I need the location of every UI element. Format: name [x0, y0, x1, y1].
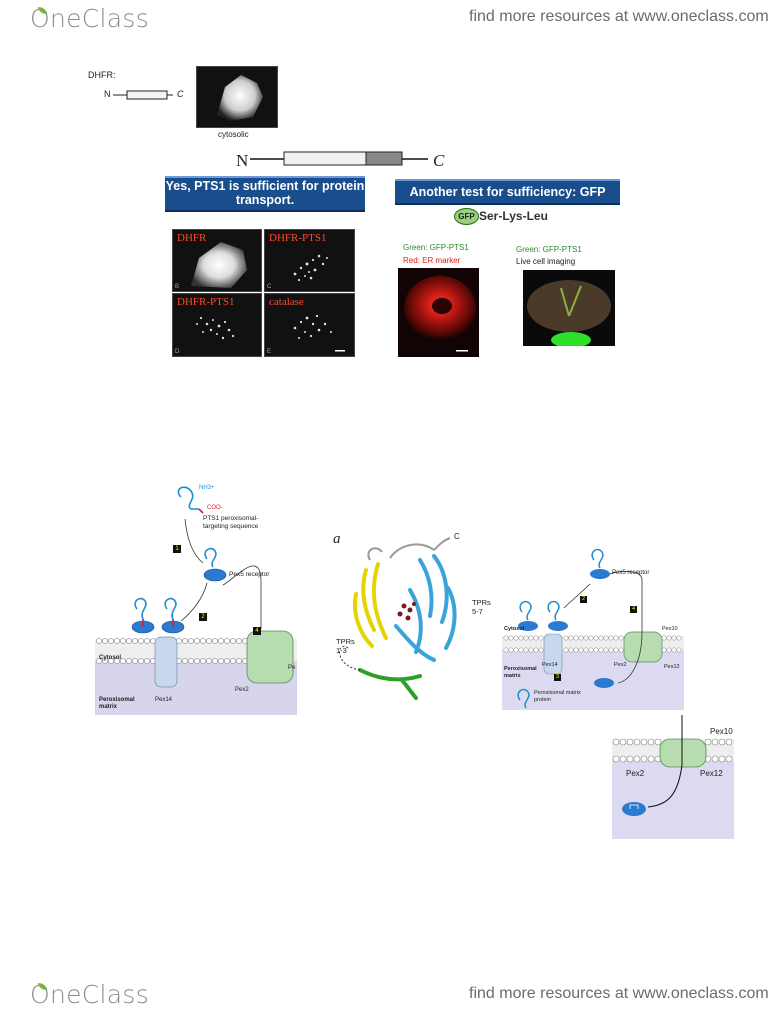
- right-matrix-label: Peroxisomal matrix: [504, 666, 537, 679]
- cytosolic-caption: cytosolic: [218, 130, 249, 139]
- structure-c-terminus: C: [454, 532, 460, 541]
- pathway-left-art: [95, 486, 297, 715]
- header-logo-text: OneClass: [30, 4, 150, 33]
- pex5-receptor-label: Pex5 receptor: [229, 571, 270, 578]
- pex14-label: Pex14: [155, 697, 173, 703]
- lipid-heads: [96, 638, 248, 664]
- pex5-structure: a C TPRs 5-7 TPRs 1-3: [330, 530, 491, 712]
- dhfr-construct-diagram: [113, 90, 173, 100]
- right-pex10-label: Pex10: [662, 626, 678, 632]
- zoom-art: [612, 715, 734, 839]
- punctate-dots: [293, 314, 345, 352]
- right-matrix-protein-label: Peroxisomal matrix protein: [534, 690, 581, 703]
- panel-dhfr-pts1-c: DHFR-PTS1 C: [264, 229, 355, 292]
- gfp-sequence: Ser-Lys-Leu: [479, 209, 548, 223]
- step1-badge: 1: [175, 546, 179, 552]
- right-pex2-label: Pex2: [614, 662, 627, 668]
- construct-c-small: C: [177, 89, 184, 99]
- cytosol-label: Cytosol: [99, 655, 122, 661]
- fluor-live-image: [523, 270, 615, 348]
- pex14-channel: [154, 636, 178, 688]
- step4-badge: 4: [255, 628, 259, 634]
- pts1-caption: PTS1 peroxisomal-targeting sequence: [203, 515, 259, 530]
- panel-dhfr-pts1-c-corner: C: [267, 284, 272, 290]
- fluor2-green-label: Green: GFP-PTS1: [516, 245, 582, 254]
- gfp-badge: GFP: [454, 208, 479, 225]
- pex5-receptor-shape: [203, 568, 227, 582]
- construct-n-big: N: [236, 151, 249, 170]
- panel-dhfr-pts1-d: DHFR-PTS1 D: [172, 293, 262, 357]
- zoom-pex2-label: Pex2: [626, 769, 645, 778]
- pex-complex-zoom: Pex10 Pex2 Pex12: [612, 715, 734, 839]
- right-step3: 3: [555, 674, 560, 680]
- header-ad-link[interactable]: find more resources at www.oneclass.com: [469, 8, 769, 25]
- panel-dhfr-corner: B: [175, 284, 180, 290]
- tprs-5-7-label: TPRs 5-7: [472, 598, 491, 616]
- gfp-badge-text: GFP: [458, 212, 475, 221]
- footer-logo[interactable]: OneClass: [30, 980, 149, 1009]
- import-pathway-diagram-left: NH3+ COO- PTS1 peroxisomal-targeting seq…: [95, 479, 297, 715]
- punctate-dots: [196, 316, 235, 340]
- panel-dhfr-pts1-d-corner: D: [175, 349, 180, 355]
- right-step2: 2: [581, 596, 586, 602]
- panel-catalase-corner: E: [267, 349, 272, 355]
- panel-dhfr: DHFR B: [172, 229, 262, 292]
- fluor2-sub-label: Live cell imaging: [516, 257, 576, 266]
- structure-panel-letter: a: [333, 531, 341, 547]
- structure-art: [339, 537, 457, 700]
- punctate-dots: [293, 254, 328, 282]
- zoom-pex12-label: Pex12: [700, 769, 723, 778]
- header-logo[interactable]: OneClass: [30, 4, 149, 33]
- ligand: [397, 602, 416, 621]
- zoom-pex10-label: Pex10: [710, 727, 733, 736]
- cytosolic-micrograph: [196, 66, 278, 128]
- panel-catalase: catalase E: [264, 293, 355, 357]
- fluor1-green-label: Green: GFP-PTS1: [403, 243, 469, 252]
- pe-cut-label: Pe: [288, 665, 296, 671]
- construct-n-small: N: [104, 89, 111, 99]
- import-pathway-diagram-right: 2 4 3 Pex5 receptor Cytosol Peroxisomal …: [502, 540, 684, 710]
- peroxisomal-matrix-label: Peroxisomal matrix: [99, 697, 135, 710]
- banner-right: Another test for sufficiency: GFP fusion: [395, 179, 620, 221]
- pathway-right-art: [502, 548, 684, 710]
- fluor-er-image: [398, 268, 479, 357]
- footer-ad-link[interactable]: find more resources at www.oneclass.com: [469, 985, 769, 1002]
- construct-c-big: C: [433, 151, 445, 170]
- pts1-construct-diagram: [250, 151, 428, 166]
- right-cytosol-label: Cytosol: [504, 626, 525, 632]
- tprs-1-3-label: TPRs 1-3: [336, 637, 355, 655]
- step2-badge: 2: [201, 614, 205, 620]
- panel-dhfr-pts1-d-label: DHFR-PTS1: [177, 296, 235, 308]
- panel-dhfr-label: DHFR: [177, 232, 207, 244]
- right-pex14-label: Pex14: [542, 662, 558, 668]
- fluor1-red-label: Red: ER marker: [403, 256, 461, 265]
- panel-catalase-label: catalase: [269, 296, 304, 308]
- right-pex5-label: Pex5 receptor: [612, 570, 650, 576]
- footer-logo-text: OneClass: [30, 980, 150, 1009]
- banner-left: Yes, PTS1 is sufficient for protein tran…: [165, 176, 365, 212]
- right-pex12-label: Pex12: [664, 664, 680, 670]
- nh3-label: NH3+: [199, 485, 215, 491]
- pex2-complex: [246, 630, 294, 684]
- panel-dhfr-pts1-c-label: DHFR-PTS1: [269, 232, 327, 244]
- right-step4: 4: [631, 606, 636, 612]
- pex2-label: Pex2: [235, 687, 249, 693]
- dhfr-label: DHFR:: [88, 70, 116, 80]
- coo-label: COO-: [207, 505, 223, 511]
